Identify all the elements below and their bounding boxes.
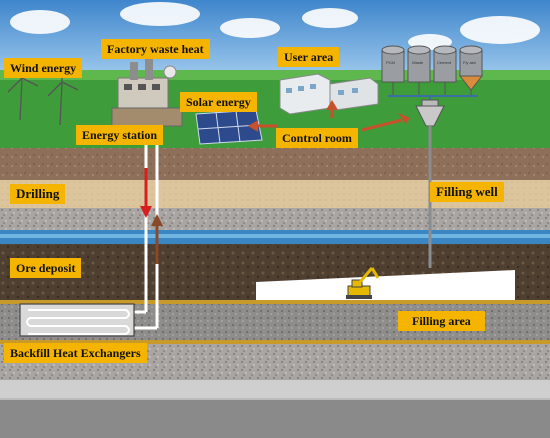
- soil-layer: [0, 148, 550, 180]
- silo-label-pcm: PCM: [386, 60, 395, 65]
- label-backfill-heat-exchangers: Backfill Heat Exchangers: [4, 343, 147, 363]
- label-user-area: User area: [278, 47, 340, 67]
- label-drilling: Drilling: [10, 184, 66, 204]
- bedrock-layer: [0, 398, 550, 438]
- sky: [0, 0, 550, 75]
- factory-icon: [111, 58, 183, 127]
- silo-label-waste: Waste: [412, 60, 424, 65]
- backfill-heat-exchanger: [19, 303, 135, 337]
- silo-label-fly-ash: Fly ash: [463, 60, 476, 65]
- label-control-room: Control room: [276, 128, 358, 148]
- flow-up-arrow-icon: [151, 214, 163, 264]
- label-filling-well: Filling well: [430, 182, 504, 202]
- silo-label-cement: Cement: [437, 60, 452, 65]
- silo-icon: PCM Waste Cement Fly ash: [381, 45, 484, 108]
- excavator-icon: [346, 267, 380, 299]
- user-area-buildings: [279, 73, 379, 115]
- label-wind-energy: Wind energy: [4, 58, 83, 78]
- label-ore-deposit: Ore deposit: [10, 258, 82, 278]
- label-filling-area: Filling area: [398, 311, 485, 331]
- label-solar-energy: Solar energy: [180, 92, 257, 112]
- hopper-icon: [415, 99, 445, 127]
- label-factory-waste-heat: Factory waste heat: [101, 39, 210, 59]
- bedrock-light-layer: [0, 380, 550, 398]
- label-energy-station: Energy station: [76, 125, 163, 145]
- gravel-layer: [0, 208, 550, 230]
- filling-area-zone: [256, 270, 515, 300]
- flow-down-arrow-icon: [140, 168, 152, 218]
- flow-arrow-icon: [248, 100, 410, 132]
